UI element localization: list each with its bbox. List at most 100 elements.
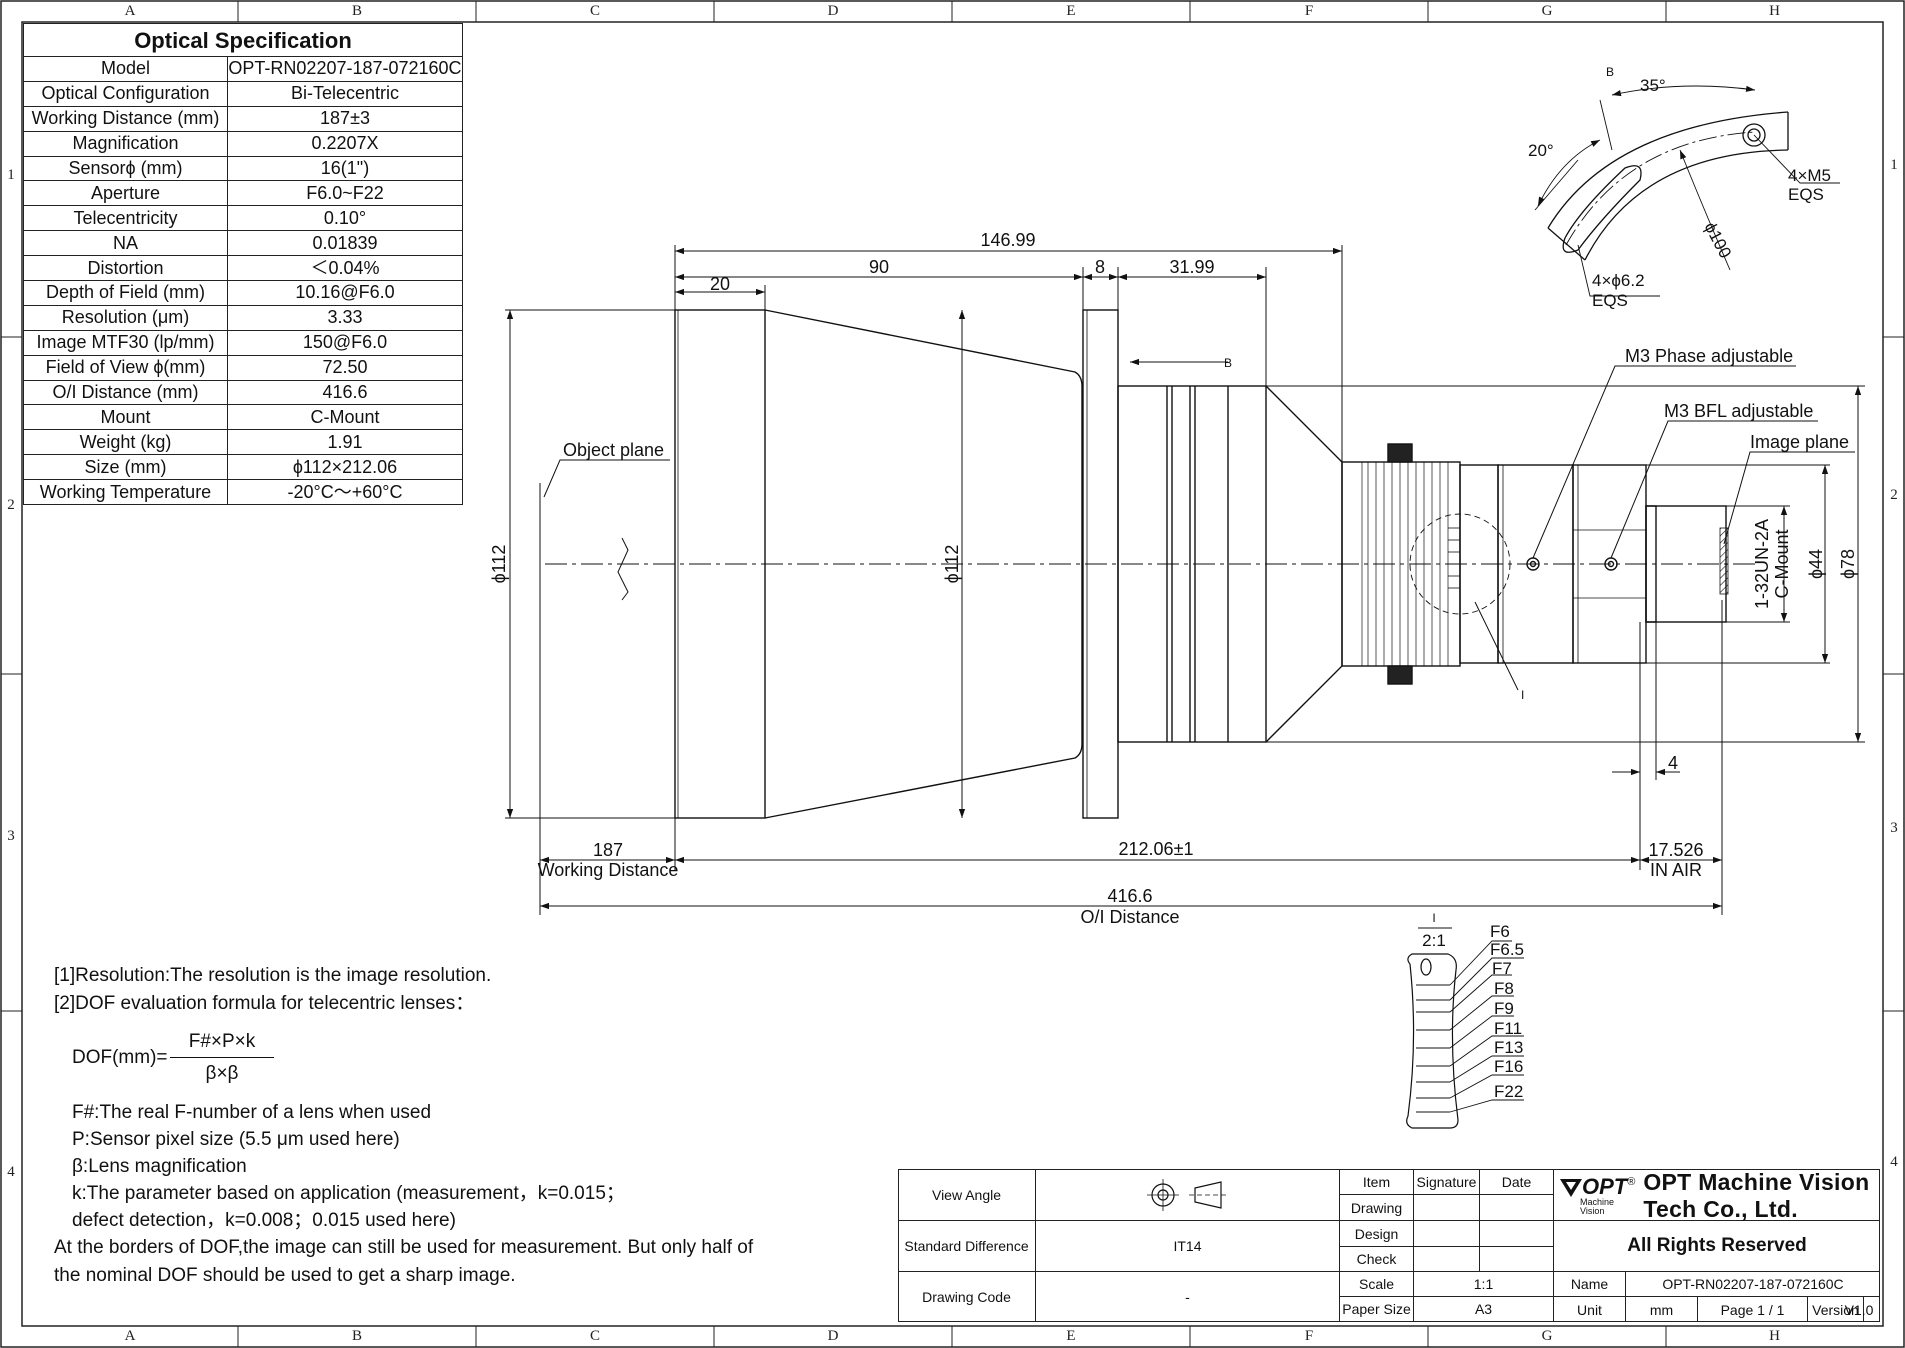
spec-title: Optical Specification — [23, 23, 463, 57]
date-header: Date — [1480, 1169, 1554, 1195]
spec-value: 3.33 — [227, 304, 463, 331]
fstop-f22: F22 — [1494, 1082, 1523, 1101]
formula-numerator: F#×P×k — [188, 1031, 256, 1052]
zone-col-a: A — [124, 3, 136, 19]
standard-difference-label: Standard Difference — [898, 1221, 1036, 1272]
check-date — [1480, 1247, 1554, 1272]
zone-row-2: 2 — [7, 497, 15, 513]
spec-label: Depth of Field (mm) — [23, 280, 228, 306]
formula-label: DOF(mm)= — [72, 1047, 168, 1068]
spec-label: Field of View ϕ(mm) — [23, 354, 228, 381]
label-image-plane: Image plane — [1750, 432, 1849, 452]
zone-col-d: D — [827, 3, 839, 19]
fstop-f16: F16 — [1494, 1057, 1523, 1076]
zone-row-1-right: 1 — [1890, 157, 1898, 173]
scale-label: Scale — [1340, 1272, 1414, 1297]
logo-text: OPT — [1582, 1174, 1628, 1199]
zone-col-f-bottom: F — [1304, 1328, 1314, 1344]
label-in-air: IN AIR — [1650, 860, 1702, 880]
scale-value: 1:1 — [1414, 1272, 1554, 1297]
spec-value: F6.0~F22 — [227, 180, 463, 207]
spec-label: Image MTF30 (lp/mm) — [23, 329, 228, 356]
view-b-ref: B — [1224, 356, 1232, 370]
detail-i-aperture-scale — [1406, 927, 1524, 1129]
fstop-f7: F7 — [1492, 959, 1512, 978]
spec-value: -20°C～+60°C — [227, 479, 463, 506]
logo-subtitle: Machine Vision — [1580, 1197, 1615, 1216]
paper-size-label: Paper Size — [1340, 1297, 1414, 1322]
dim-17-526: 17.526 — [1648, 840, 1703, 860]
formula-bar — [170, 1057, 274, 1058]
spec-value: 16(1") — [227, 155, 463, 182]
note-dof-borders: At the borders of DOF,the image can stil… — [54, 1237, 754, 1258]
spec-value: ＜0.04% — [227, 255, 463, 282]
unit-label: Unit — [1554, 1297, 1626, 1322]
dim-thread: 1-32UN-2A — [1752, 519, 1772, 609]
spec-value: 0.10° — [227, 205, 463, 232]
version-value: V1.0 — [1844, 1301, 1874, 1318]
spec-value: 0.01839 — [227, 230, 463, 257]
drawing-row-label: Drawing — [1340, 1195, 1414, 1221]
dim-phi112-left: ϕ112 — [489, 545, 509, 584]
label-m3-phase: M3 Phase adjustable — [1625, 346, 1793, 366]
angle-20: 20° — [1528, 141, 1554, 160]
spec-row: Depth of Field (mm)10.16@F6.0 — [23, 280, 463, 306]
label-4xm5: 4×M5 — [1788, 166, 1831, 185]
note-resolution: [1]Resolution:The resolution is the imag… — [54, 965, 492, 986]
version-label: Version — [1808, 1297, 1864, 1322]
view-b-flange-arc — [1534, 85, 1840, 297]
spec-value: 0.2207X — [227, 130, 463, 157]
lens-body — [674, 309, 1727, 819]
object-plane — [539, 483, 629, 873]
design-row-label: Design — [1340, 1221, 1414, 1247]
spec-row: Resolution (μm)3.33 — [23, 304, 463, 331]
zone-row-4: 4 — [7, 1164, 15, 1180]
zone-col-b-bottom: B — [351, 1328, 362, 1344]
fstop-f9: F9 — [1494, 999, 1514, 1018]
dimensions — [505, 245, 1865, 915]
spec-label: Working Temperature — [23, 479, 228, 506]
spec-value: ϕ112×212.06 — [227, 454, 463, 481]
image-plane-hatch — [1719, 527, 1729, 595]
company-name: OPT Machine Vision Tech Co., Ltd. — [1643, 1169, 1870, 1222]
dim-90: 90 — [869, 257, 889, 277]
spec-value: C-Mount — [227, 404, 463, 431]
signature-header: Signature — [1414, 1169, 1480, 1195]
label-4xphi6-2: 4×ϕ6.2 — [1592, 271, 1645, 290]
spec-label: Model — [23, 56, 228, 82]
label-m3-bfl: M3 BFL adjustable — [1664, 401, 1813, 421]
fstop-f6: F6 — [1490, 922, 1510, 941]
spec-label: O/I Distance (mm) — [23, 379, 228, 406]
dim-20: 20 — [710, 274, 730, 294]
zone-col-b: B — [351, 3, 362, 19]
spec-value: 187±3 — [227, 105, 463, 132]
zone-col-f: F — [1304, 3, 1314, 19]
note-dof-sharp: the nominal DOF should be used to get a … — [54, 1265, 516, 1286]
name-value: OPT-RN02207-187-072160C — [1626, 1272, 1880, 1297]
note-dof-heading: [2]DOF evaluation formula for telecentri… — [54, 993, 475, 1014]
company-logo-row: OPT ® Machine Vision OPT Machine Vision … — [1560, 1169, 1876, 1222]
formula-denominator: β×β — [205, 1063, 239, 1084]
dim-31-99: 31.99 — [1169, 257, 1214, 277]
spec-label: Optical Configuration — [23, 80, 228, 107]
fstop-f8: F8 — [1494, 979, 1514, 998]
zone-col-c: C — [589, 3, 600, 19]
dim-phi78: ϕ78 — [1838, 549, 1858, 579]
all-rights-reserved: All Rights Reserved — [1554, 1221, 1880, 1272]
zone-col-g-bottom: G — [1541, 1328, 1553, 1344]
fstop-f6-5: F6.5 — [1490, 940, 1524, 959]
registered-icon: ® — [1627, 1175, 1636, 1188]
opt-logo: OPT ® Machine Vision — [1560, 1176, 1635, 1216]
label-oi-distance: O/I Distance — [1080, 907, 1179, 927]
view-b-label: B — [1606, 65, 1614, 79]
title-block: View Angle Standard Difference IT14 Draw… — [898, 1169, 1882, 1324]
spec-value: Bi-Telecentric — [227, 80, 463, 107]
label-working-distance: Working Distance — [538, 860, 679, 880]
dim-phi44: ϕ44 — [1806, 549, 1826, 579]
